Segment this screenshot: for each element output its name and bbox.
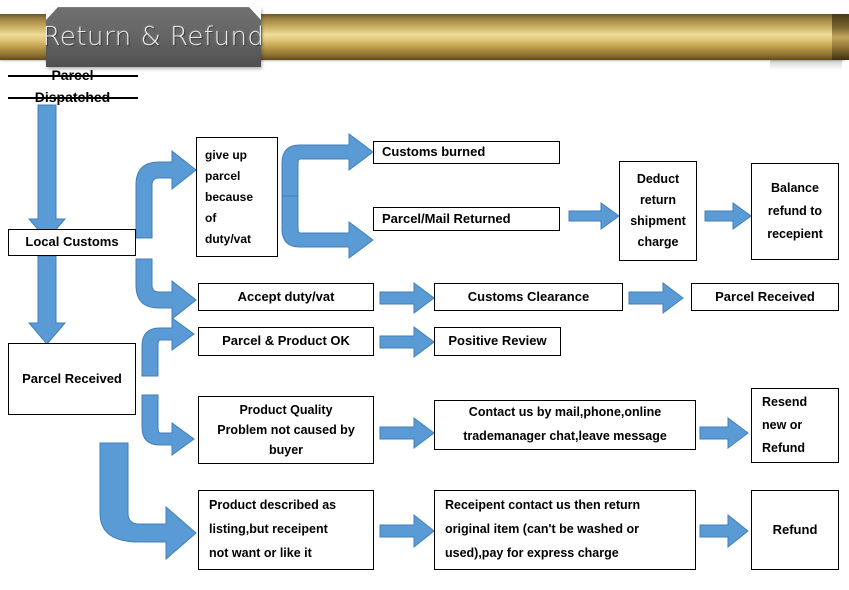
arrow-contact-to-resend bbox=[699, 417, 749, 449]
arrow-quality-to-contact bbox=[379, 417, 435, 449]
arrow-returned-to-deduct bbox=[568, 202, 620, 230]
arrow-productok-to-review bbox=[379, 326, 435, 358]
node-label: Parcel & Product OK bbox=[222, 333, 350, 349]
line: original item (can't be washed or bbox=[445, 522, 639, 537]
node-contact-us[interactable]: Contact us by mail,phone,online trademan… bbox=[434, 400, 696, 450]
line: parcel bbox=[205, 168, 241, 183]
node-label: Positive Review bbox=[448, 333, 547, 349]
node-return-original-item[interactable]: Receipent contact us then return origina… bbox=[434, 490, 696, 570]
line: of bbox=[205, 210, 217, 225]
line: Resend bbox=[762, 394, 808, 409]
node-parcel-dispatched[interactable]: Parcel Dispatched bbox=[8, 67, 138, 105]
line: because bbox=[205, 189, 254, 204]
node-label: Parcel/Mail Returned bbox=[382, 210, 511, 226]
arrow-giveup-to-burned bbox=[281, 133, 374, 197]
node-label: Parcel Received bbox=[22, 370, 122, 386]
node-customs-burned[interactable]: Customs burned bbox=[373, 141, 560, 164]
line: give up bbox=[205, 147, 248, 162]
node-parcel-mail-returned[interactable]: Parcel/Mail Returned bbox=[373, 207, 560, 231]
line: charge bbox=[637, 235, 679, 250]
node-label: Customs Clearance bbox=[467, 288, 590, 304]
node-product-as-described[interactable]: Product described as listing,but receipe… bbox=[198, 490, 374, 570]
line: listing,but receipent bbox=[209, 522, 328, 537]
node-label: Parcel Received bbox=[715, 288, 815, 304]
line: new or bbox=[762, 417, 803, 432]
arrow-deduct-to-balance bbox=[704, 202, 752, 230]
node-label: Customs burned bbox=[382, 144, 486, 160]
line: recepient bbox=[767, 227, 823, 242]
line: Balance bbox=[771, 180, 819, 195]
node-customs-clearance[interactable]: Customs Clearance bbox=[434, 283, 623, 311]
node-deduct-return-charge[interactable]: Deduct return shipment charge bbox=[619, 161, 697, 261]
node-local-customs[interactable]: Local Customs bbox=[8, 229, 136, 256]
node-label-multiline: Receipent contact us then return origina… bbox=[445, 494, 690, 565]
node-label: Parcel Dispatched bbox=[34, 67, 111, 105]
node-refund[interactable]: Refund bbox=[751, 490, 839, 570]
node-label: Refund bbox=[772, 521, 818, 537]
page-banner: Return & Refund bbox=[0, 7, 849, 70]
node-label-multiline: Product Quality Problem not caused by bu… bbox=[204, 400, 368, 460]
node-label: Accept duty/vat bbox=[237, 288, 335, 304]
node-parcel-received-right[interactable]: Parcel Received bbox=[691, 283, 839, 311]
line: used),pay for express charge bbox=[445, 545, 619, 560]
arrow-customs-to-giveup bbox=[135, 149, 197, 239]
node-balance-refund[interactable]: Balance refund to recepient bbox=[751, 163, 839, 260]
node-give-up-parcel[interactable]: give up parcel because of duty/vat bbox=[196, 137, 278, 257]
banner-title-plate bbox=[46, 7, 261, 67]
node-product-quality-problem[interactable]: Product Quality Problem not caused by bu… bbox=[198, 396, 374, 464]
node-label-multiline: give up parcel because of duty/vat bbox=[205, 145, 272, 250]
node-label: Local Customs bbox=[25, 234, 119, 250]
arrow-giveup-to-returned bbox=[281, 195, 374, 259]
line: return bbox=[639, 192, 677, 207]
line: Refund bbox=[762, 441, 806, 456]
arrow-accept-to-clearance bbox=[379, 282, 435, 314]
arrow-return-to-refund bbox=[699, 513, 749, 549]
node-parcel-product-ok[interactable]: Parcel & Product OK bbox=[198, 327, 374, 356]
node-accept-duty-vat[interactable]: Accept duty/vat bbox=[198, 283, 374, 311]
node-label-multiline: Contact us by mail,phone,online trademan… bbox=[440, 401, 690, 449]
line: Problem not caused by bbox=[217, 423, 355, 437]
arrow-dispatched-to-customs bbox=[27, 104, 67, 241]
line: not want or like it bbox=[209, 545, 312, 560]
arrow-received-to-productok bbox=[141, 317, 195, 377]
line: duty/vat bbox=[205, 231, 252, 246]
arrow-received-to-quality bbox=[141, 394, 195, 456]
arrow-described-to-return bbox=[379, 513, 435, 549]
line: Receipent contact us then return bbox=[445, 498, 641, 513]
line: buyer bbox=[268, 443, 304, 457]
line: Contact us by mail,phone,online bbox=[468, 405, 662, 420]
banner-gold-bar-end-cap bbox=[832, 14, 849, 60]
line: refund to bbox=[767, 203, 823, 218]
arrow-clearance-to-received bbox=[628, 282, 684, 314]
line: Product Quality bbox=[239, 403, 333, 417]
node-resend-or-refund[interactable]: Resend new or Refund bbox=[751, 388, 839, 463]
banner-drop-shadow bbox=[770, 60, 842, 70]
arrow-customs-to-received bbox=[27, 255, 67, 345]
node-label-multiline: Resend new or Refund bbox=[762, 391, 833, 460]
arrow-received-to-described bbox=[99, 442, 197, 561]
banner-title-text: Return & Refund bbox=[42, 22, 265, 52]
node-positive-review[interactable]: Positive Review bbox=[434, 327, 561, 356]
node-label-multiline: Product described as listing,but receipe… bbox=[209, 494, 368, 565]
arrow-customs-to-accept bbox=[135, 258, 197, 321]
node-parcel-received-left[interactable]: Parcel Received bbox=[8, 343, 136, 415]
line: trademanager chat,leave message bbox=[463, 429, 667, 443]
node-label-multiline: Deduct return shipment charge bbox=[625, 169, 691, 254]
line: Deduct bbox=[636, 171, 680, 186]
node-label-multiline: Balance refund to recepient bbox=[757, 177, 833, 246]
line: Product described as bbox=[209, 498, 337, 513]
line: shipment bbox=[630, 214, 686, 228]
